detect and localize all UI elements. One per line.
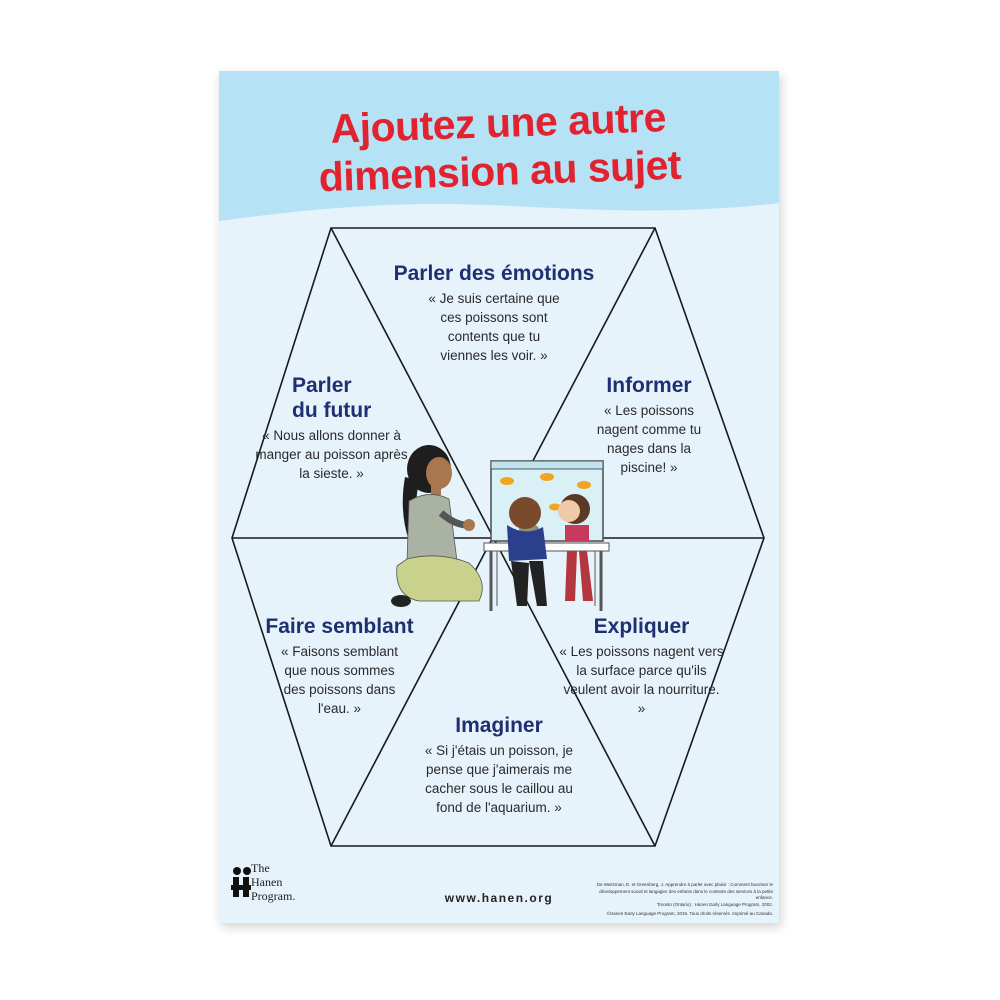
heading-emotions: Parler des émotions [393, 262, 595, 285]
quote-emotions: « Je suis certaine que ces poissons sont… [428, 291, 560, 363]
logo-line-2: Hanen [251, 875, 283, 889]
hanen-logo: The Hanen Program. [231, 861, 321, 911]
heading-expliquer: Expliquer [593, 615, 690, 638]
heading-futur: Parler du futur [254, 373, 409, 423]
quote-semblant: « Faisons semblant que nous sommes des p… [280, 644, 399, 716]
credits-line-4: ©Hanen Early Language Program, 2016. Tou… [606, 911, 773, 916]
logo-line-3: Program. [251, 889, 296, 903]
poster: Ajoutez une autre dimension au sujet Par… [219, 71, 779, 923]
credits-line-3: Toronto (Ontario) : Hanen Early Language… [656, 901, 773, 907]
website-url[interactable]: www.hanen.org [444, 891, 554, 905]
heading-futur-line-2: du futur [292, 399, 372, 422]
segment-imaginer: Imaginer « Si j'étais un poisson, je pen… [379, 713, 619, 817]
credits-text: De Weitzman, E. et Greenberg, J. Apprend… [593, 882, 773, 918]
credits-line-2: développement social et langagier des en… [599, 888, 773, 901]
segment-expliquer: Expliquer « Les poissons nagent vers la … [559, 614, 724, 718]
heading-semblant: Faire semblant [265, 615, 414, 638]
boy-figure [507, 497, 547, 606]
hanen-logo-text: The Hanen Program. [251, 861, 295, 903]
segment-futur: Parler du futur « Nous allons donner à m… [254, 373, 409, 483]
heading-informer: Informer [606, 374, 692, 397]
quote-imaginer: « Si j'étais un poisson, je pense que j'… [424, 743, 574, 815]
credits-line-1: De Weitzman, E. et Greenberg, J. Apprend… [596, 882, 773, 887]
segment-emotions: Parler des émotions « Je suis certaine q… [369, 261, 619, 365]
woman-figure [391, 445, 483, 607]
heading-futur-line-1: Parler [292, 374, 352, 397]
segment-semblant: Faire semblant « Faisons semblant que no… [257, 614, 422, 718]
quote-informer: « Les poissons nagent comme tu nages dan… [596, 403, 702, 475]
segment-informer: Informer « Les poissons nagent comme tu … [584, 373, 714, 477]
table [483, 542, 610, 611]
logo-line-1: The [251, 861, 270, 875]
hanen-logo-mark [231, 867, 251, 897]
quote-futur: « Nous allons donner à manger au poisson… [255, 428, 408, 481]
wave-edge [219, 203, 779, 311]
illustration-aquarium [391, 445, 610, 611]
girl-figure [558, 494, 593, 601]
heading-imaginer: Imaginer [455, 714, 543, 737]
quote-expliquer: « Les poissons nagent vers la surface pa… [559, 644, 724, 716]
